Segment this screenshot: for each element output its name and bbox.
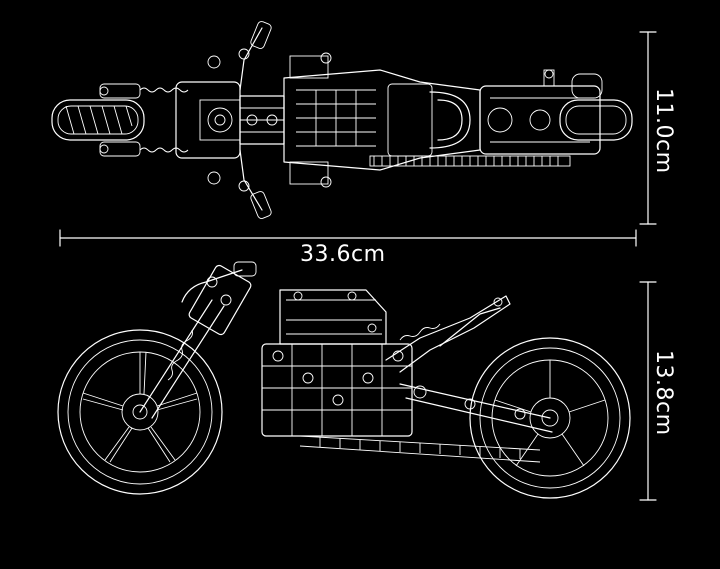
side-fuel-tank	[279, 289, 387, 345]
top-handlebars	[207, 21, 272, 219]
top-view-motorcycle	[51, 21, 633, 219]
side-swingarm	[399, 383, 553, 433]
side-rear-wheel	[469, 337, 631, 499]
side-height-dimension	[639, 281, 657, 501]
width-label: 33.6cm	[300, 242, 386, 267]
side-engine	[261, 343, 413, 437]
top-front-frame	[175, 81, 285, 159]
side-handlebar	[181, 261, 257, 303]
top-chain	[369, 155, 571, 167]
top-height-label: 11.0cm	[651, 88, 676, 174]
top-front-suspension	[99, 83, 189, 157]
side-seat-tail	[385, 295, 511, 373]
top-height-dimension	[639, 31, 657, 225]
top-tank-body	[283, 52, 481, 188]
side-view-motorcycle	[57, 261, 631, 499]
side-chain	[299, 435, 541, 463]
side-front-wheel	[57, 329, 223, 495]
width-dimension	[59, 229, 637, 247]
side-height-label: 13.8cm	[651, 350, 676, 436]
side-front-fork	[139, 264, 252, 419]
top-front-tire	[51, 99, 145, 141]
top-seat	[387, 83, 471, 157]
side-rear-shock	[399, 323, 441, 341]
top-rear-tire	[479, 69, 633, 155]
